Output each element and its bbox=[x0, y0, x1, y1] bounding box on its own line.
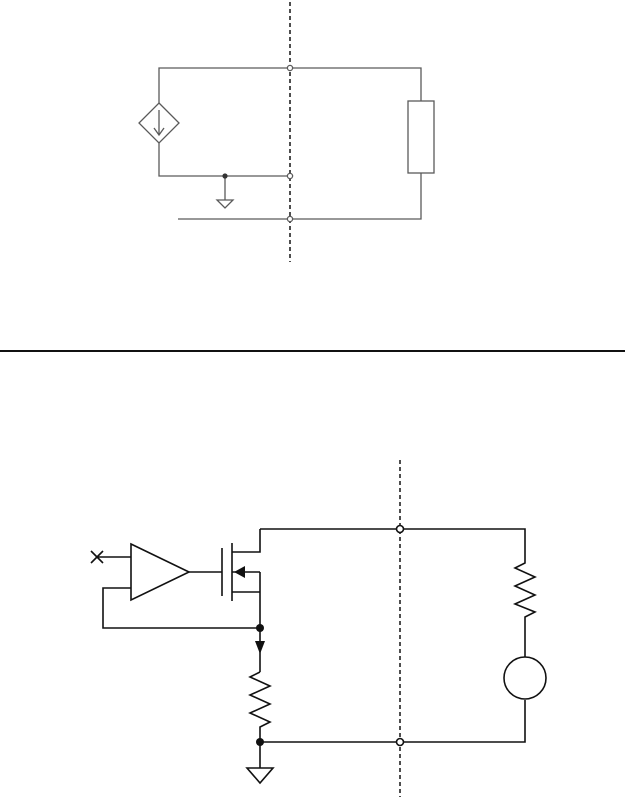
dependent-current-source-icon bbox=[139, 103, 179, 143]
return-wire bbox=[260, 700, 525, 742]
top-resistor-icon bbox=[408, 101, 434, 173]
mosfet-icon bbox=[222, 529, 260, 601]
voltage-source-icon bbox=[504, 657, 546, 699]
drain-wire bbox=[260, 529, 525, 557]
bottom-terminal-2 bbox=[397, 739, 404, 746]
load-resistor-icon bbox=[515, 557, 535, 657]
bottom-ground-icon bbox=[247, 742, 273, 783]
bottom-terminal-1 bbox=[397, 526, 404, 533]
top-schematic bbox=[139, 2, 434, 262]
feedback-junction-dot bbox=[256, 624, 264, 632]
top-terminal-3 bbox=[287, 216, 292, 221]
top-ground-icon bbox=[217, 176, 233, 208]
top-junction-dot bbox=[222, 173, 227, 178]
bottom-schematic bbox=[91, 460, 546, 797]
top-wire-middle bbox=[159, 143, 290, 176]
current-arrow-icon bbox=[255, 641, 265, 654]
op-amp-icon bbox=[131, 544, 189, 600]
feedback-wire bbox=[103, 588, 260, 628]
top-wire-lower bbox=[178, 173, 421, 219]
top-terminal-2 bbox=[287, 173, 292, 178]
sense-resistor-icon bbox=[250, 672, 270, 742]
top-terminal-1 bbox=[287, 65, 292, 70]
